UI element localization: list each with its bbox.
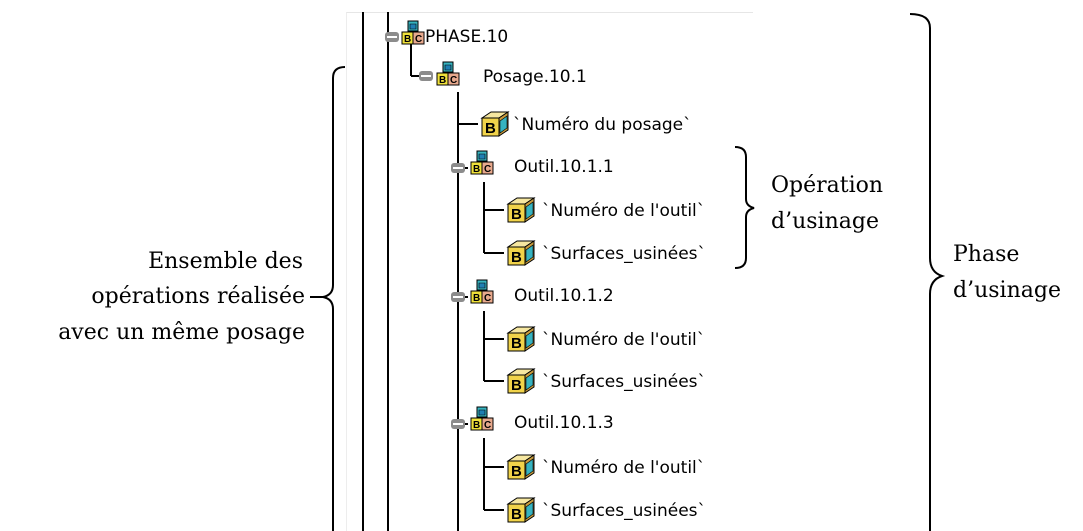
- tool1-param1-label[interactable]: `Numéro de l'outil`: [542, 201, 706, 221]
- phase-label[interactable]: PHASE.10: [425, 27, 509, 47]
- svg-text:B: B: [511, 249, 522, 266]
- left-annotation-line-1: Ensemble des: [148, 249, 303, 274]
- b-cube-icon[interactable]: B: [504, 365, 536, 402]
- svg-text:B: B: [404, 34, 411, 45]
- numero-posage-label[interactable]: `Numéro du posage`: [513, 115, 692, 135]
- tool3-label[interactable]: Outil.10.1.3: [514, 413, 614, 433]
- svg-text:C: C: [415, 34, 422, 45]
- b-cube-icon[interactable]: B: [478, 108, 510, 145]
- collapse-minus-icon[interactable]: [451, 163, 465, 173]
- svg-text:B: B: [511, 206, 522, 223]
- collapse-minus-icon[interactable]: [451, 419, 465, 429]
- tool2-label[interactable]: Outil.10.1.2: [514, 286, 614, 306]
- svg-text:B: B: [439, 75, 446, 86]
- collapse-minus-icon[interactable]: [419, 71, 433, 81]
- svg-text:B: B: [511, 377, 522, 394]
- phase-annotation-line-1: Phase: [953, 242, 1020, 267]
- tool1-label[interactable]: Outil.10.1.1: [514, 157, 614, 177]
- svg-text:B: B: [473, 164, 480, 175]
- svg-text:B: B: [473, 420, 480, 431]
- collapse-minus-icon[interactable]: [385, 32, 399, 42]
- svg-text:B: B: [511, 335, 522, 352]
- operation-annotation-line-1: Opération: [771, 173, 884, 198]
- b-cube-icon[interactable]: B: [504, 194, 536, 231]
- svg-text:C: C: [484, 293, 491, 304]
- left-annotation-line-2: opérations réalisée: [91, 284, 305, 309]
- svg-text:C: C: [484, 164, 491, 175]
- svg-text:B: B: [511, 506, 522, 523]
- svg-text:C: C: [450, 75, 457, 86]
- tool2-param2-label[interactable]: `Surfaces_usinées`: [542, 372, 707, 392]
- b-cube-icon[interactable]: B: [504, 494, 536, 531]
- phase-annotation-line-2: d’usinage: [953, 278, 1061, 303]
- collapse-minus-icon[interactable]: [451, 292, 465, 302]
- tool3-param1-label[interactable]: `Numéro de l'outil`: [542, 458, 706, 478]
- tool3-param2-label[interactable]: `Surfaces_usinées`: [542, 501, 707, 521]
- left-brace: [322, 66, 346, 531]
- tool2-param1-label[interactable]: `Numéro de l'outil`: [542, 330, 706, 350]
- operation-annotation-line-2: d’usinage: [771, 209, 879, 234]
- b-cube-icon[interactable]: B: [504, 323, 536, 360]
- b-cube-icon[interactable]: B: [504, 451, 536, 488]
- left-annotation-line-3: avec un même posage: [58, 320, 305, 345]
- b-cube-icon[interactable]: B: [504, 237, 536, 274]
- tool1-param2-label[interactable]: `Surfaces_usinées`: [542, 244, 707, 264]
- svg-text:B: B: [473, 293, 480, 304]
- svg-text:C: C: [484, 420, 491, 431]
- phase-brace: [909, 13, 946, 531]
- tree-panel: [346, 12, 753, 531]
- operation-brace: [734, 146, 755, 269]
- posage-label[interactable]: Posage.10.1: [483, 67, 587, 87]
- svg-text:B: B: [485, 120, 496, 137]
- svg-text:B: B: [511, 463, 522, 480]
